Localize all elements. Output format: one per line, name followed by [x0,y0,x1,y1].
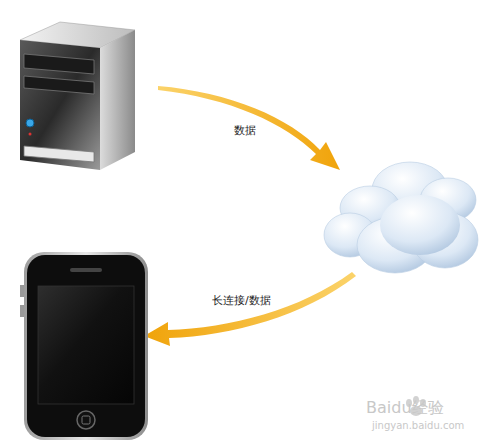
watermark-url: jingyan.baidu.com [372,420,464,432]
arrow-label: 数据 [234,124,256,137]
arrow-label: 长连接/数据 [212,294,271,307]
data-arrow [158,86,340,170]
watermark: Baidu经验 [366,398,444,417]
long-connection-arrow [144,272,356,346]
server-icon [20,22,135,170]
phone-icon [20,252,148,440]
cloud-icon [324,162,478,273]
